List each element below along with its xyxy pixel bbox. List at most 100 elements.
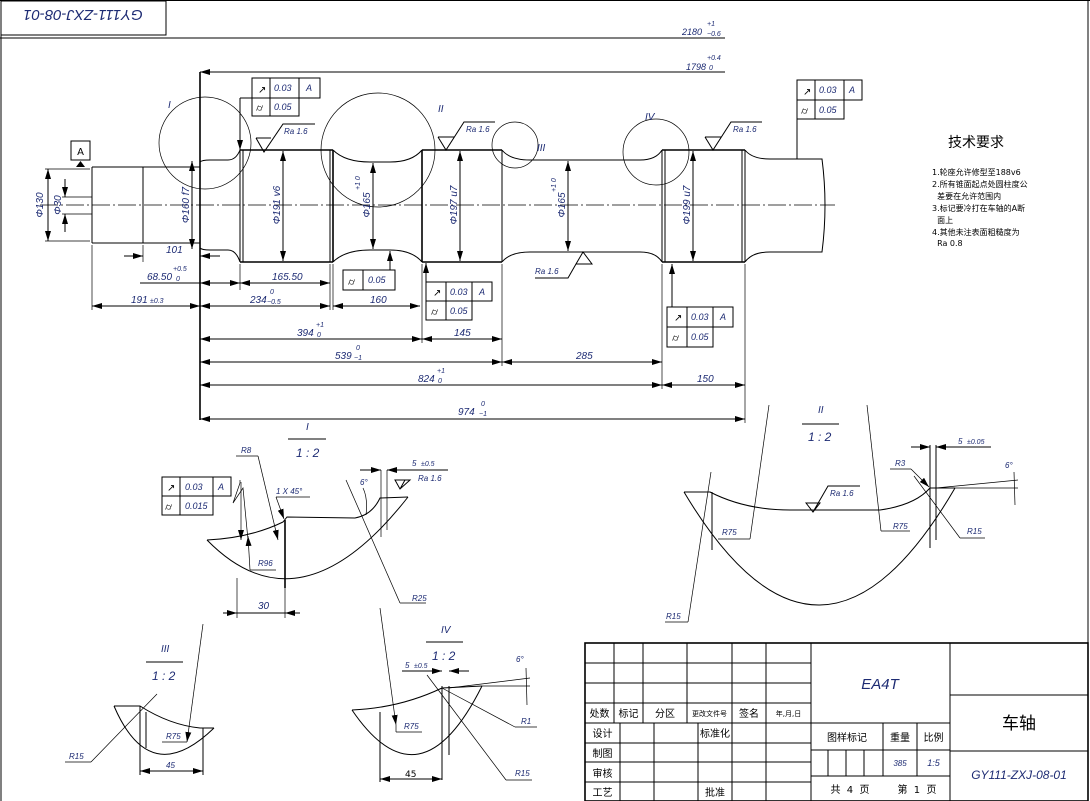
drawing-line <box>158 96 252 190</box>
drawing-line <box>804 485 860 513</box>
drawing-label: 设计 <box>593 727 613 740</box>
drawing-label: 1 : 2 <box>296 446 320 460</box>
drawing-label: 0.05 <box>368 275 387 285</box>
drawing-label: 比例 <box>924 731 944 744</box>
drawing-line <box>796 99 845 120</box>
drawing-label: 150 <box>697 374 714 385</box>
detail-markers: I II III IV <box>158 92 690 208</box>
drawing-label: 160 <box>370 295 387 306</box>
drawing-line <box>342 269 396 291</box>
drawing-line <box>448 677 531 689</box>
drawing-line <box>425 300 473 321</box>
drawing-line <box>584 642 1089 801</box>
drawing-label: Φ191 v6 <box>272 185 283 224</box>
drawing-label: ±0.05 <box>967 439 985 446</box>
drawing-label: A <box>719 312 726 322</box>
drawing-label: 图样标记 <box>827 731 867 744</box>
drawing-label: ↗ <box>803 87 811 98</box>
drawing-label: 分区 <box>655 708 675 720</box>
drawing-label: 1 X 45° <box>276 487 303 496</box>
drawing-label: 0.03 <box>819 85 837 95</box>
drawing-label: 68.50 <box>147 272 172 283</box>
drawing-label: 3.标记要冷打在车轴的A断 <box>932 203 1025 213</box>
drawing-line <box>351 685 483 756</box>
axle-shaft-outline <box>91 72 826 420</box>
drawing-line <box>379 607 398 726</box>
drawing-label: R1 <box>521 717 531 726</box>
drawing-label: 差要在允许范围内 <box>932 191 1001 201</box>
drawing-label: Φ30 <box>53 195 64 215</box>
detail-view-II: II 1 : 2 5 ±0.05 6° Ra 1.6 R75 R75 R15 R… <box>665 404 1019 623</box>
drawing-label: R75 <box>893 522 908 531</box>
drawing-line <box>351 685 483 711</box>
cylindricity-icon: ⌭ <box>256 103 264 114</box>
runout-icon: ↗ <box>258 85 266 96</box>
drawing-label: 审核 <box>593 767 613 780</box>
drawing-label: A <box>848 85 855 95</box>
drawing-label: R75 <box>722 528 737 537</box>
drawing-line <box>332 149 423 263</box>
drawing-label: −1 <box>479 411 487 418</box>
drawing-label: 批准 <box>705 786 725 799</box>
drawing-line <box>206 496 409 541</box>
drawing-label: +1 <box>707 21 715 28</box>
drawing-label: Φ165 <box>557 192 568 217</box>
flipped-drawing-number: GY111-ZXJ-08-01 <box>23 6 143 23</box>
drawing-label: 5 <box>405 661 410 670</box>
drawing-label: ↗ <box>167 483 175 494</box>
drawing-label: 165.50 <box>272 272 303 283</box>
length-dimensions: 101 68.50 +0.5 0 165.50 191 ±0.3 234 0 −… <box>91 245 746 423</box>
drawing-label: 1798 <box>686 62 706 72</box>
drawing-label: 5 <box>412 459 417 468</box>
datum-a-symbol: A <box>70 140 91 167</box>
overall-dimension-1798: 1798 +0.4 0 <box>200 55 725 75</box>
drawing-label: 处数 <box>590 707 610 720</box>
drawing-label: 1 : 2 <box>152 669 176 683</box>
tolerance-frame-4: ↗⌭ 0.03 A 0.05 <box>666 264 734 348</box>
drawing-label: 0 <box>709 65 713 72</box>
drawing-label: 4.其他未注表面粗糙度为 <box>932 227 1020 237</box>
drawing-label: R8 <box>241 446 252 455</box>
drawing-line <box>935 479 1019 489</box>
weight-value: 385 <box>893 759 907 768</box>
drawing-label: 0.05 <box>274 102 293 112</box>
drawing-label: 1.轮座允许修型至188v6 <box>932 167 1021 177</box>
drawing-label: 2180 <box>681 27 702 37</box>
drawing-label: 0.05 <box>691 332 710 342</box>
drawing-line <box>491 121 539 169</box>
drawing-label: R15 <box>515 769 530 778</box>
drawing-line <box>362 487 367 516</box>
drawing-label: 0.03 <box>450 287 468 297</box>
drawing-label: Φ199 u7 <box>682 185 693 224</box>
drawing-line <box>199 149 241 263</box>
drawing-line <box>345 479 401 604</box>
drawing-line <box>585 643 1088 801</box>
drawing-line <box>320 92 436 208</box>
drawing-label: 30 <box>258 601 270 612</box>
drawing-line <box>622 118 690 186</box>
drawing-label: 共 4 页 <box>830 784 869 796</box>
drawing-number: GY111-ZXJ-08-01 <box>971 768 1067 782</box>
drawing-label: 重量 <box>890 731 910 744</box>
drawing-label: ↗ <box>433 288 441 299</box>
part-name: 车轴 <box>1002 714 1036 734</box>
drawing-label: R96 <box>258 559 273 568</box>
tolerance-frame-3: ↗⌭ 0.03 A 0.05 <box>423 263 493 321</box>
drawing-line <box>251 97 300 117</box>
drawing-label: Ra 1.6 <box>733 125 757 134</box>
drawing-label: 539 <box>335 351 352 362</box>
drawing-label: R15 <box>666 612 681 621</box>
drawing-label: 0.05 <box>450 306 469 316</box>
drawing-label: 974 <box>458 407 475 418</box>
drawing-label: 285 <box>575 351 593 362</box>
drawing-label: ⌭ <box>672 333 680 344</box>
drawing-label: 年,月,日 <box>776 709 801 718</box>
drawing-line <box>426 674 507 781</box>
drawing-line <box>114 705 214 729</box>
drawing-label: −1 <box>354 355 362 362</box>
drawing-label: 45 <box>166 761 175 770</box>
flipped-drawing-number-box: GY111-ZXJ-08-01 <box>0 0 167 36</box>
drawing-label: Φ160 f7 <box>181 186 192 223</box>
drawing-line <box>394 479 412 490</box>
